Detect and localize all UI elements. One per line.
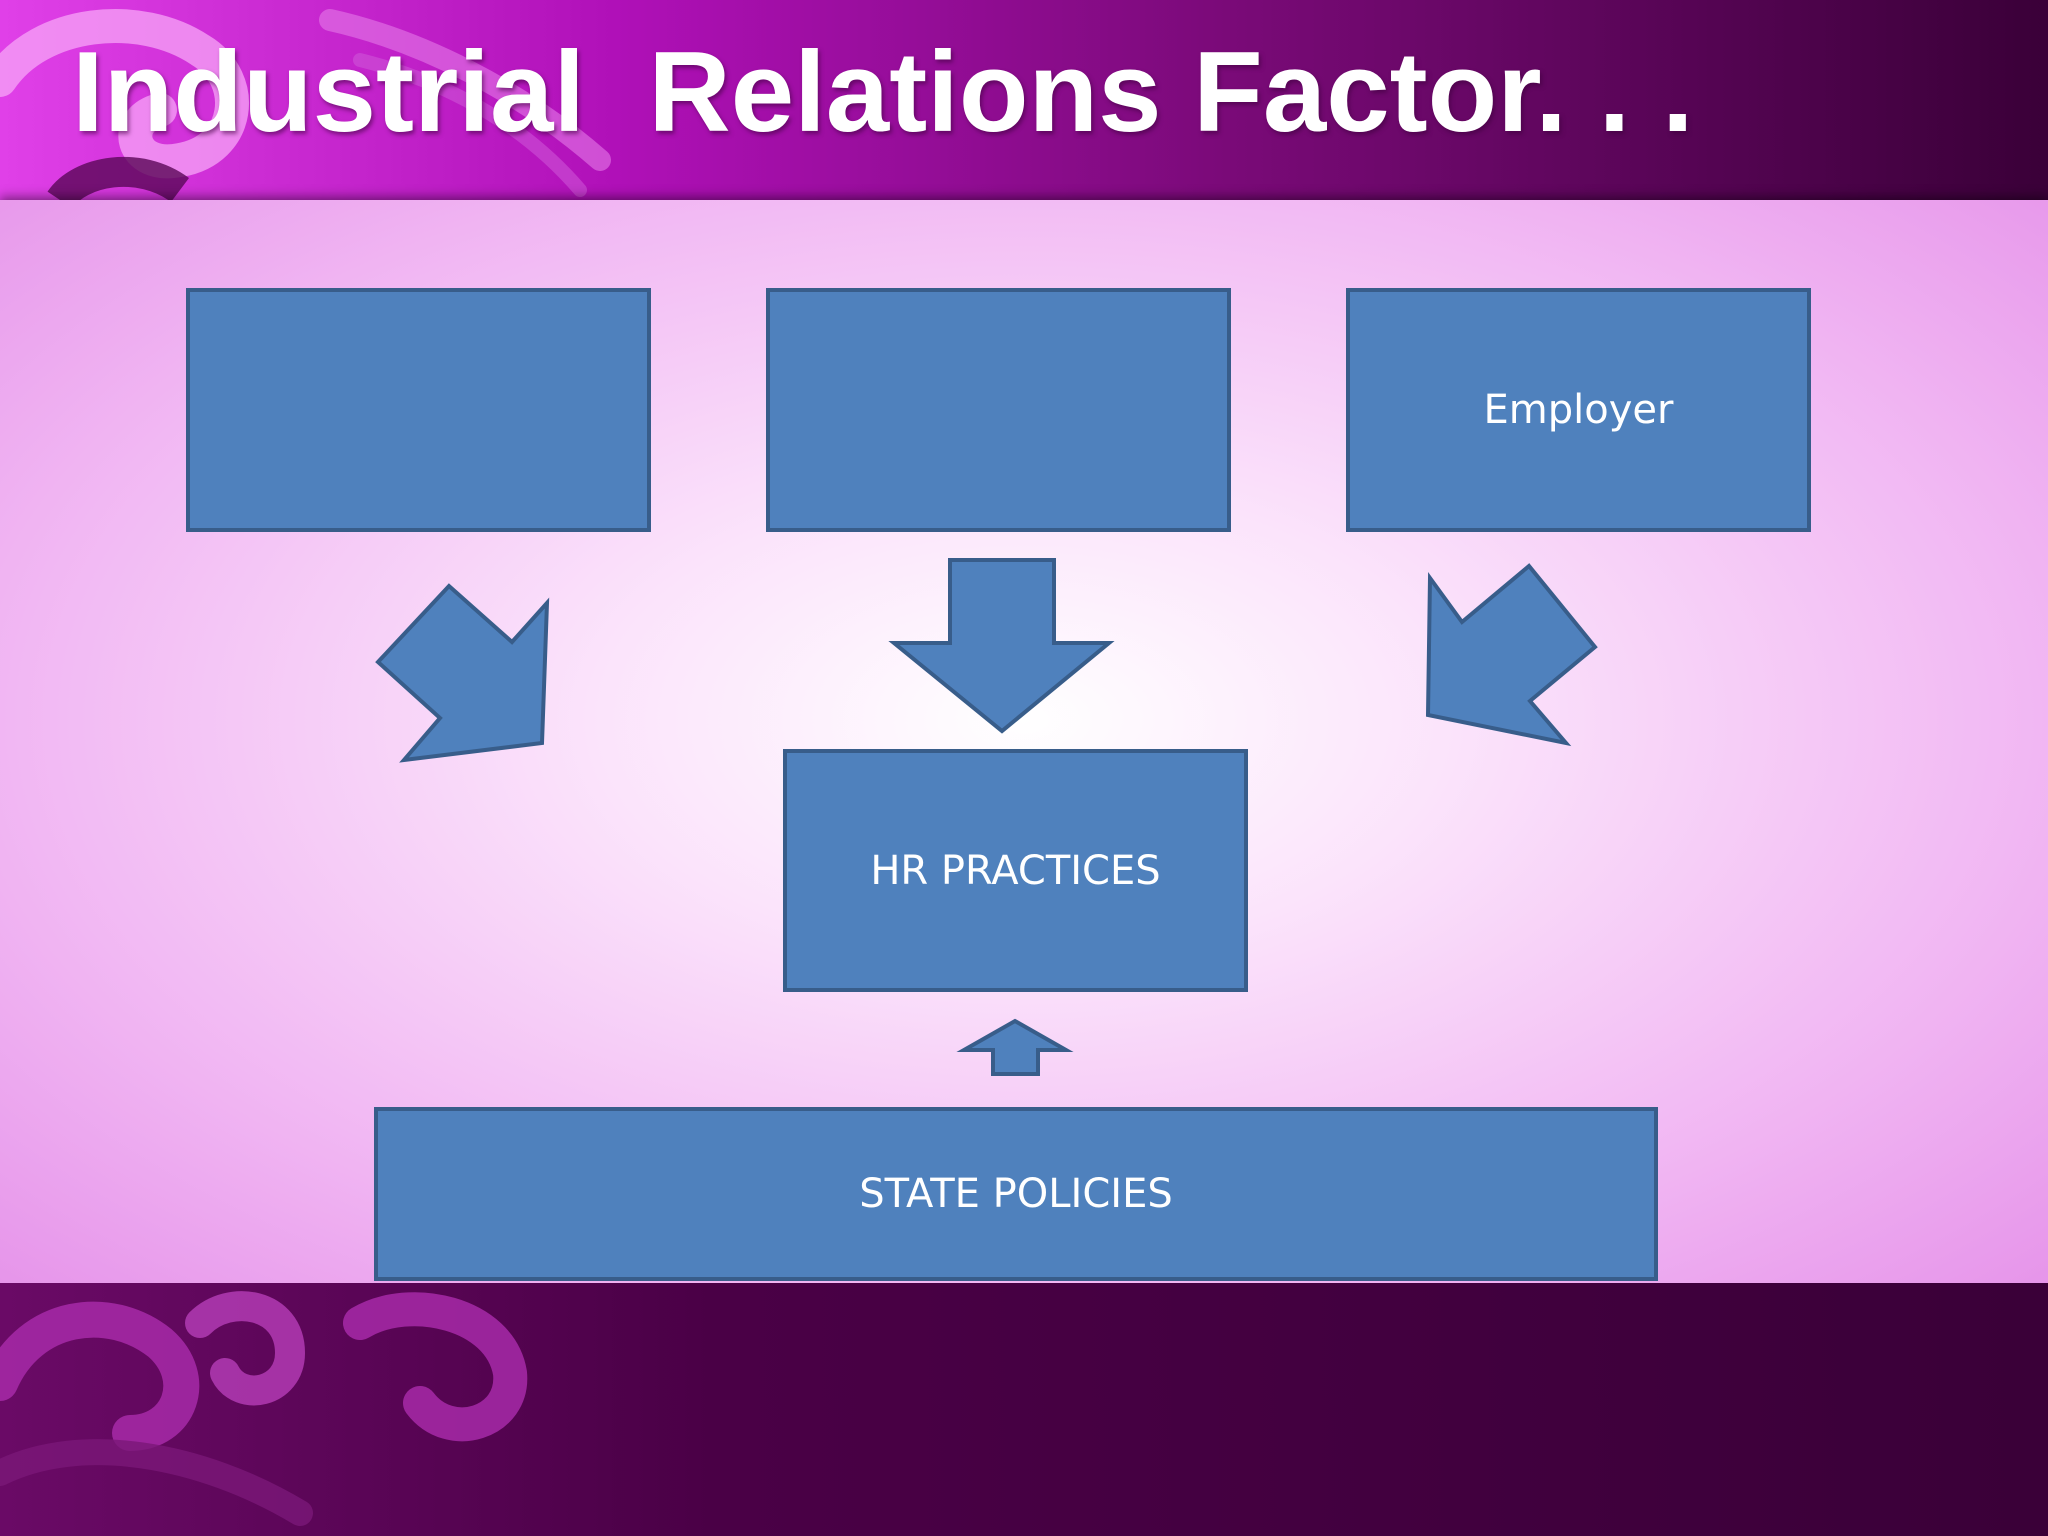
arrow-employer-to-hr xyxy=(1425,563,1598,747)
slide-title: Industrial Relations Factor. . . xyxy=(72,29,1694,156)
arrow-factor-1-to-hr xyxy=(375,583,550,763)
factor-box-1 xyxy=(186,288,651,532)
hr-practices-box: HR PRACTICES xyxy=(783,749,1248,992)
state-policies-box: STATE POLICIES xyxy=(374,1107,1658,1281)
arrow-state-to-hr xyxy=(956,1018,1074,1076)
employer-box: Employer xyxy=(1346,288,1811,532)
arrow-factor-2-to-hr xyxy=(888,558,1115,734)
footer-band xyxy=(0,1283,2048,1536)
factor-box-2 xyxy=(766,288,1231,532)
